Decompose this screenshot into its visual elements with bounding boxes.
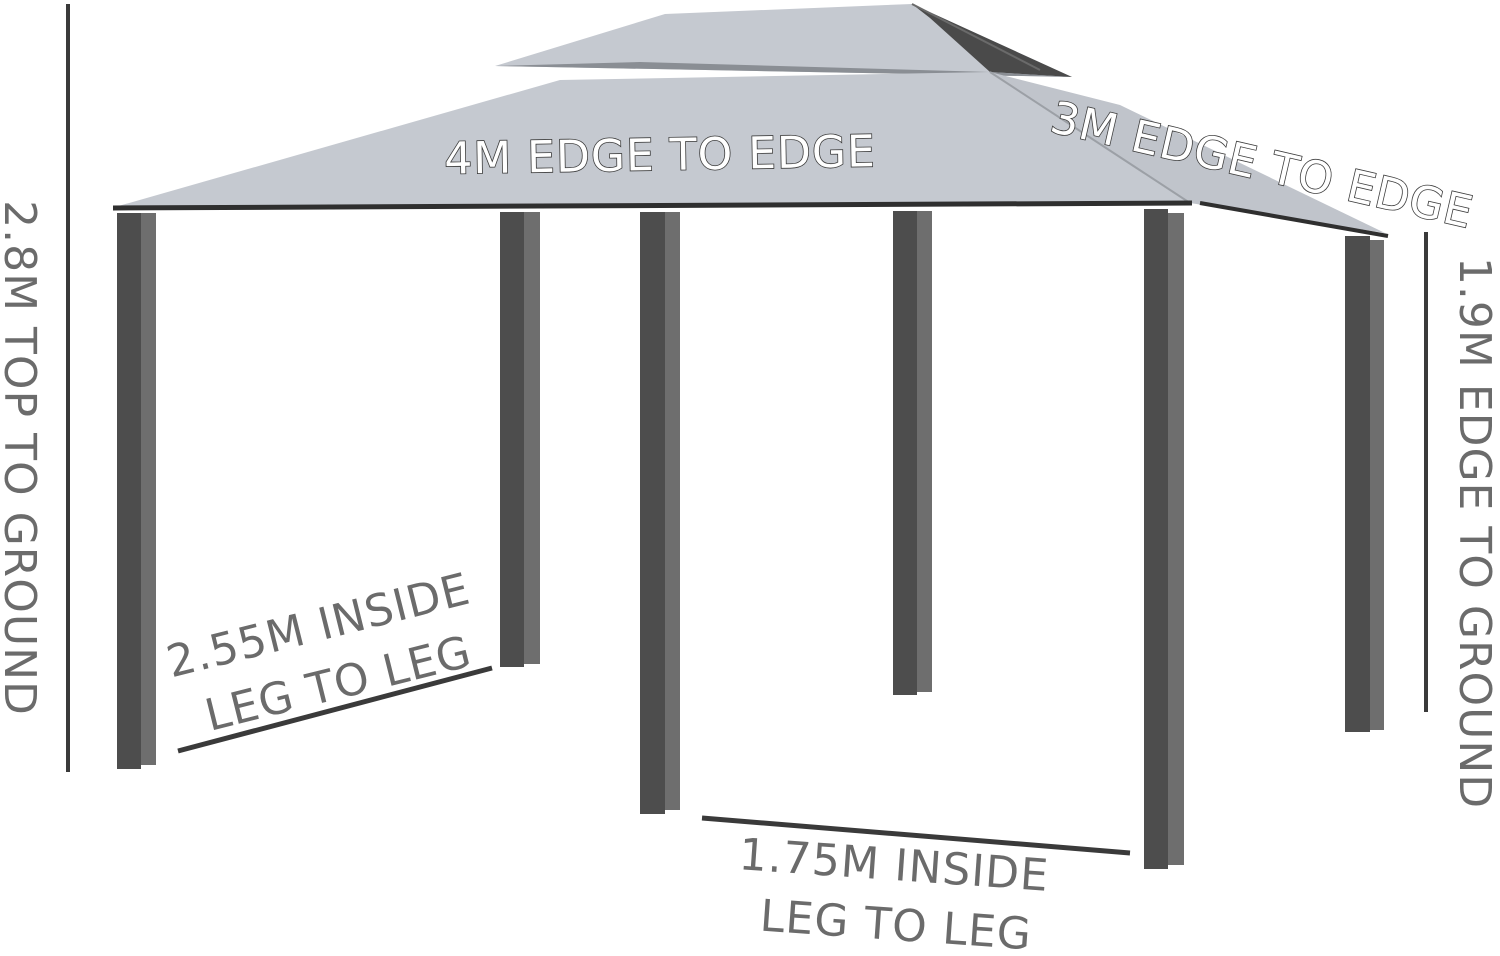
leg-front-right [1144,209,1184,869]
front-inside-label-line1: 1.75M INSIDE [737,829,1050,902]
front-inside-line [701,815,1131,856]
leg-front-middle [640,212,680,814]
leg-front-left [117,213,156,769]
lower-roof-front [115,72,1190,207]
upper-roof [495,4,1072,77]
roof-side-edge [1199,201,1389,238]
upper-roof-shadow [912,4,1072,77]
roof-front-edge [112,200,1193,211]
leg-side-middle [500,212,540,667]
edge-height-label: 1.9M EDGE TO GROUND [1449,257,1500,809]
total-height-label: 2.8M TOP TO GROUND [0,200,45,716]
roof-ridge-line [989,71,1191,204]
lower-roof-side [990,72,1385,233]
leg-back-middle [893,211,932,695]
roof-width-label: 4M EDGE TO EDGE [444,126,876,185]
leg-back-right [1345,236,1384,732]
side-inside-line [177,665,493,754]
upper-roof-edge [911,3,1041,71]
front-inside-label-line2: LEG TO LEG [758,891,1033,956]
